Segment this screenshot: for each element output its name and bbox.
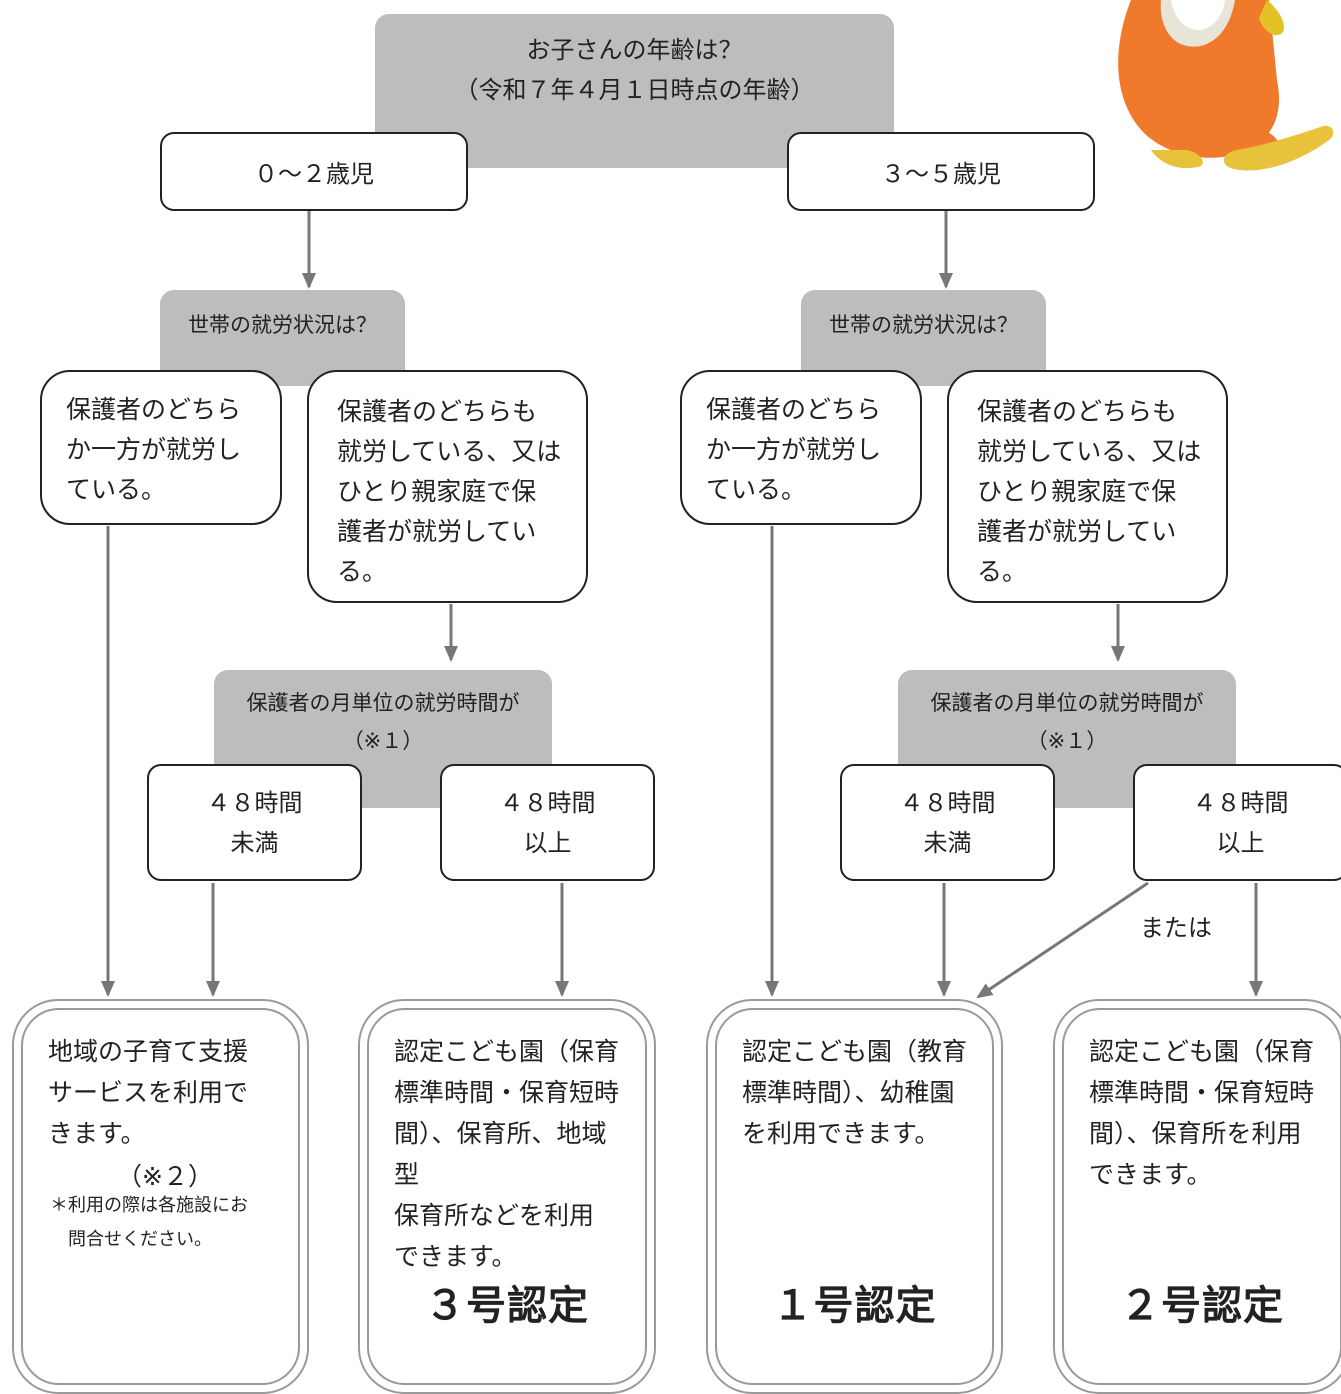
one-parent-working-text-right: 保護者のどちら か一方が就労し ている。 xyxy=(706,395,882,504)
certification-2go: ２号認定 xyxy=(1120,1283,1284,1329)
age-0-2-box: ０～２歳児 xyxy=(160,132,468,211)
under-48-hours-right: ４８時間 未満 xyxy=(899,788,996,857)
work-question-right: 世帯の就労状況は？ xyxy=(829,313,1018,337)
nursery-3go-text: 認定こども園（保育 標準時間・保育短時 間）、保育所、地域型 保育所などを利用 … xyxy=(394,1037,620,1271)
one-parent-working-text-left: 保護者のどちら か一方が就労し ている。 xyxy=(66,395,242,504)
result-community-support: 地域の子育て支援 サービスを利用で きます。 （※２） ＊利用の際は各施設にお … xyxy=(12,999,309,1394)
both-parents-working-text-left: 保護者のどちらも 就労している、又は ひとり親家庭で保 護者が就労してい る。 xyxy=(337,397,562,586)
nursery-2go-text: 認定こども園（保育 標準時間・保育短時 間）、保育所を利用 できます。 xyxy=(1089,1037,1315,1189)
education-1go-text: 認定こども園（教育 標準時間）、幼稚園 を利用できます。 xyxy=(742,1037,968,1148)
community-note-ref: （※２） xyxy=(117,1162,213,1191)
age-question-line2: （令和７年４月１日時点の年齢） xyxy=(454,76,815,104)
hours-question-left: 保護者の月単位の就労時間が （※１） xyxy=(246,691,520,753)
hours-question-right: 保護者の月単位の就労時間が （※１） xyxy=(930,691,1204,753)
over-48-hours-left: ４８時間 以上 xyxy=(499,788,596,857)
both-parents-working-text-right: 保護者のどちらも 就労している、又は ひとり親家庭で保 護者が就労してい る。 xyxy=(977,397,1202,586)
age-question-line1: お子さんの年齢は？ xyxy=(526,36,743,64)
under-48-hours-left: ４８時間 未満 xyxy=(206,788,303,857)
community-support-text: 地域の子育て支援 サービスを利用で きます。 xyxy=(48,1037,249,1148)
under-48-hours-box-right: ４８時間 未満 xyxy=(840,764,1055,881)
over-48-hours-right: ４８時間 以上 xyxy=(1192,788,1289,857)
age-3-5-box: ３～５歳児 xyxy=(787,132,1095,211)
certification-3go: ３号認定 xyxy=(425,1283,589,1329)
one-parent-working-box-right: 保護者のどちら か一方が就労し ている。 xyxy=(680,370,922,525)
result-nursery-3go: 認定こども園（保育 標準時間・保育短時 間）、保育所、地域型 保育所などを利用 … xyxy=(358,999,656,1394)
age-0-2-label: ０～２歳児 xyxy=(254,160,374,188)
certification-1go: １号認定 xyxy=(772,1283,937,1329)
age-3-5-label: ３～５歳児 xyxy=(881,160,1001,188)
over-48-hours-box-right: ４８時間 以上 xyxy=(1133,764,1341,881)
community-note: ＊利用の際は各施設にお 問合せください。 xyxy=(50,1195,248,1250)
result-education-1go: 認定こども園（教育 標準時間）、幼稚園 を利用できます。 １号認定 xyxy=(706,999,1003,1394)
both-parents-working-box-left: 保護者のどちらも 就労している、又は ひとり親家庭で保 護者が就労してい る。 xyxy=(307,370,588,603)
arrow-over-right-to-education xyxy=(976,881,1149,999)
orange-mascot-icon xyxy=(1118,0,1334,171)
one-parent-working-box-left: 保護者のどちら か一方が就労し ている。 xyxy=(40,370,282,525)
under-48-hours-box-left: ４８時間 未満 xyxy=(147,764,362,881)
both-parents-working-box-right: 保護者のどちらも 就労している、又は ひとり親家庭で保 護者が就労してい る。 xyxy=(947,370,1228,603)
over-48-hours-box-left: ４８時間 以上 xyxy=(440,764,655,881)
work-question-left: 世帯の就労状況は？ xyxy=(188,313,377,337)
result-nursery-2go: 認定こども園（保育 標準時間・保育短時 間）、保育所を利用 できます。 ２号認定 xyxy=(1053,999,1341,1394)
or-label: または xyxy=(1140,914,1212,942)
